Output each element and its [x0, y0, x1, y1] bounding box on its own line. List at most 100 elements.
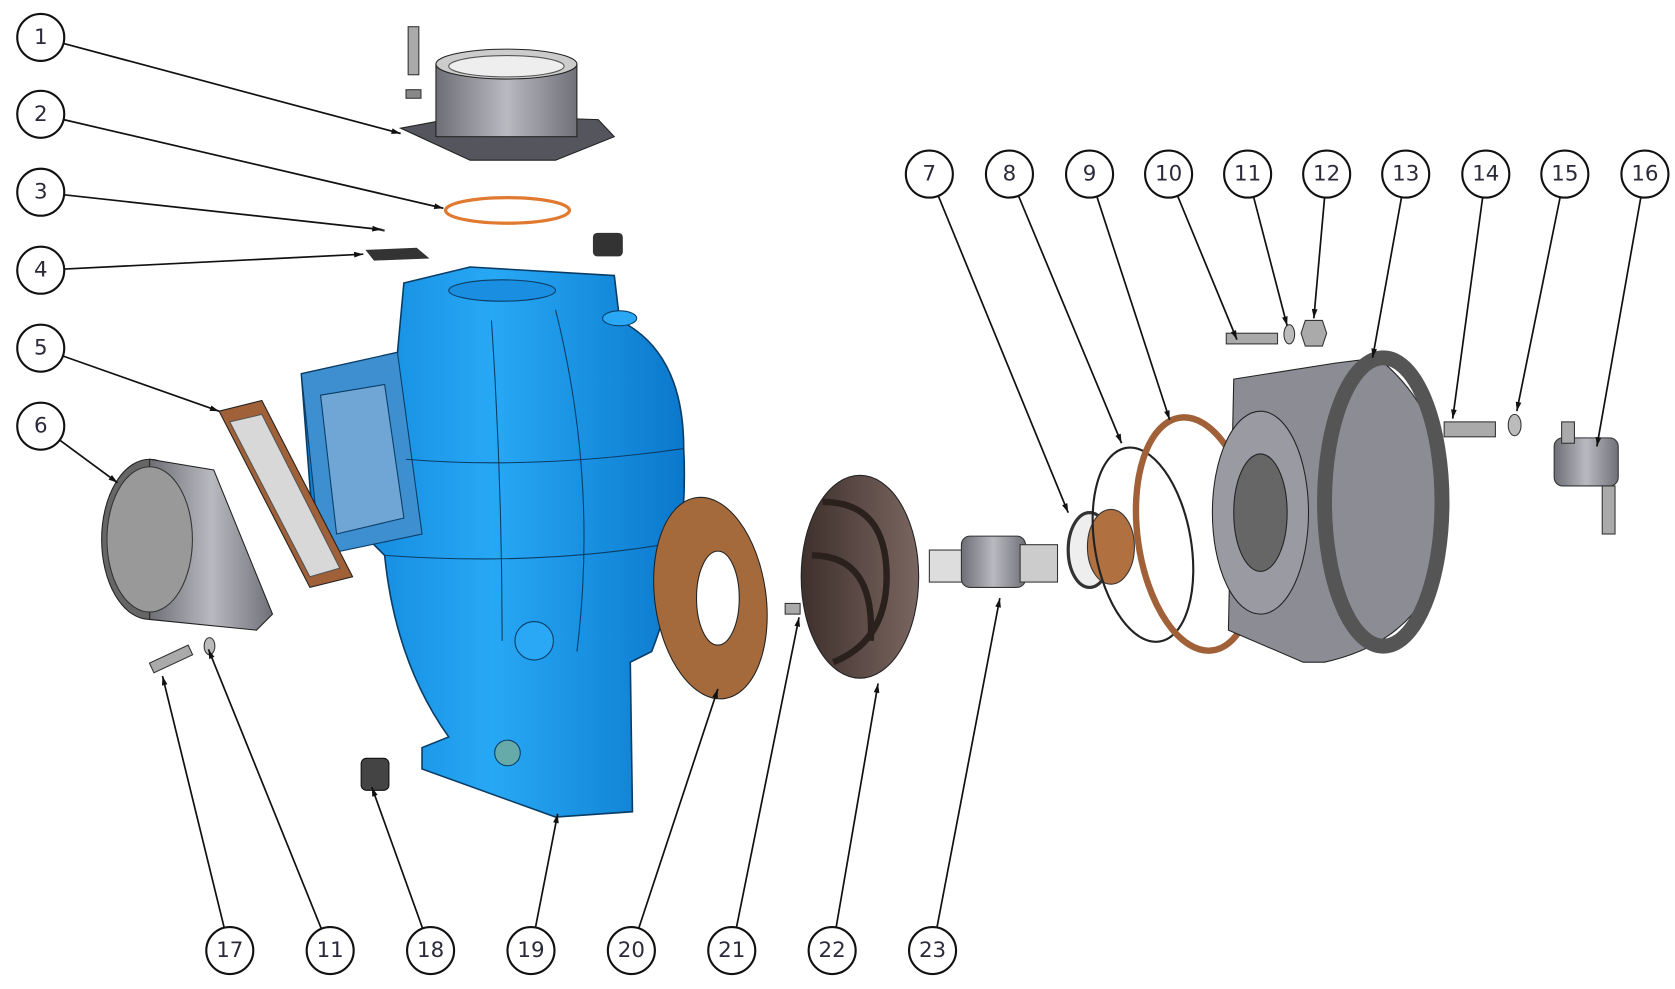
leader-line — [207, 649, 323, 930]
balloon-circle — [1064, 149, 1115, 199]
balloon-label: 11 — [1234, 162, 1261, 187]
balloon-circle — [16, 89, 66, 139]
balloon-circle — [305, 925, 355, 976]
arrowhead-icon — [1311, 308, 1318, 319]
balloon-label: 18 — [417, 938, 444, 963]
balloon-label: 20 — [618, 938, 645, 963]
part-shaft-sleeve — [928, 535, 1059, 588]
balloon-callout: 19 — [506, 925, 556, 976]
balloon-circle — [1620, 149, 1670, 199]
arrowhead-icon — [433, 203, 444, 209]
balloon-label: 21 — [718, 938, 745, 963]
part-discharge-flange — [398, 26, 616, 161]
part-drain-plug — [360, 757, 390, 791]
balloon-callout: 22 — [807, 925, 857, 976]
arrowhead-icon — [353, 251, 364, 258]
balloon-callout: 18 — [406, 925, 456, 976]
balloon-circle — [1540, 149, 1590, 199]
arrowhead-icon — [873, 683, 880, 694]
part-suction-flange — [101, 458, 274, 631]
balloon-circle — [16, 167, 66, 217]
balloon-circle — [406, 925, 456, 976]
arrowhead-icon — [1282, 316, 1288, 326]
leader-line — [64, 253, 364, 270]
leader-line — [1451, 197, 1484, 419]
balloon-callout: 14 — [1461, 149, 1511, 199]
balloon-label: 22 — [819, 938, 846, 963]
balloon-callout: 10 — [1144, 149, 1194, 199]
arrowhead-icon — [1062, 503, 1069, 513]
leader-line — [62, 355, 220, 412]
arrowhead-icon — [1230, 330, 1237, 340]
leader-line — [1096, 196, 1171, 421]
part-plug-top — [592, 232, 623, 257]
part-bolt-14 — [1443, 421, 1496, 438]
balloon-circle — [506, 925, 556, 976]
part-wear-plate — [653, 496, 768, 700]
balloon-label: 3 — [34, 180, 48, 205]
leader-lines — [59, 42, 1642, 930]
balloon-callout: 3 — [16, 167, 66, 217]
leader-line — [1371, 197, 1403, 358]
balloon-circle — [1461, 149, 1511, 199]
balloon-circle — [16, 323, 66, 373]
arrowhead-icon — [712, 688, 718, 699]
arrowhead-icon — [161, 676, 168, 686]
balloon-circle — [1381, 149, 1431, 199]
arrowhead-icon — [794, 617, 801, 627]
balloon-label: 7 — [923, 162, 937, 187]
balloon-callout: 23 — [907, 925, 958, 976]
arrowhead-icon — [108, 475, 118, 483]
part-o-ring-8 — [1091, 446, 1195, 643]
arrowhead-icon — [1595, 436, 1602, 447]
balloon-label: 5 — [34, 336, 48, 361]
balloon-label: 1 — [34, 25, 48, 50]
part-washer-11-top — [1283, 324, 1296, 345]
balloon-label: 14 — [1472, 162, 1499, 187]
part-nameplate — [365, 247, 430, 261]
leader-line — [64, 193, 382, 231]
part-clamp-16 — [1553, 421, 1619, 535]
balloon-label: 4 — [34, 258, 48, 283]
arrowhead-icon — [208, 649, 215, 659]
leader-line — [371, 786, 424, 929]
balloon-callout: 1 — [16, 12, 66, 62]
balloon-label: 6 — [34, 414, 48, 439]
balloon-circle — [16, 12, 66, 62]
part-o-ring — [443, 195, 572, 225]
arrowhead-icon — [1115, 433, 1122, 444]
leader-line — [735, 617, 800, 928]
part-washer-15 — [1507, 413, 1522, 437]
balloon-label: 15 — [1551, 162, 1578, 187]
leader-line — [835, 683, 879, 928]
part-adapter — [1211, 350, 1450, 663]
balloon-callout: 4 — [16, 245, 66, 295]
part-bolt-17 — [148, 644, 194, 674]
balloon-circle — [606, 925, 656, 976]
balloon-circle — [1223, 149, 1273, 199]
balloon-label: 16 — [1631, 162, 1658, 187]
balloon-callout: 16 — [1620, 149, 1670, 199]
part-screw-21 — [784, 602, 801, 615]
leader-line — [534, 813, 559, 928]
arrowhead-icon — [372, 225, 382, 232]
leader-line — [1252, 196, 1288, 326]
leader-line — [1515, 196, 1562, 412]
part-nut-12 — [1300, 319, 1328, 347]
balloon-circle — [205, 925, 255, 976]
balloon-callout: 20 — [606, 925, 656, 976]
balloon-circle — [904, 149, 954, 199]
balloon-callout: 5 — [16, 323, 66, 373]
balloon-circle — [1302, 149, 1352, 199]
balloon-circle — [984, 149, 1035, 199]
balloon-callout: 2 — [16, 89, 66, 139]
leader-line — [936, 597, 1001, 928]
arrowhead-icon — [1371, 348, 1378, 358]
balloon-circle — [16, 245, 66, 295]
balloon-callout: 8 — [984, 149, 1035, 199]
arrowhead-icon — [553, 813, 559, 824]
part-pump-body — [300, 266, 686, 818]
